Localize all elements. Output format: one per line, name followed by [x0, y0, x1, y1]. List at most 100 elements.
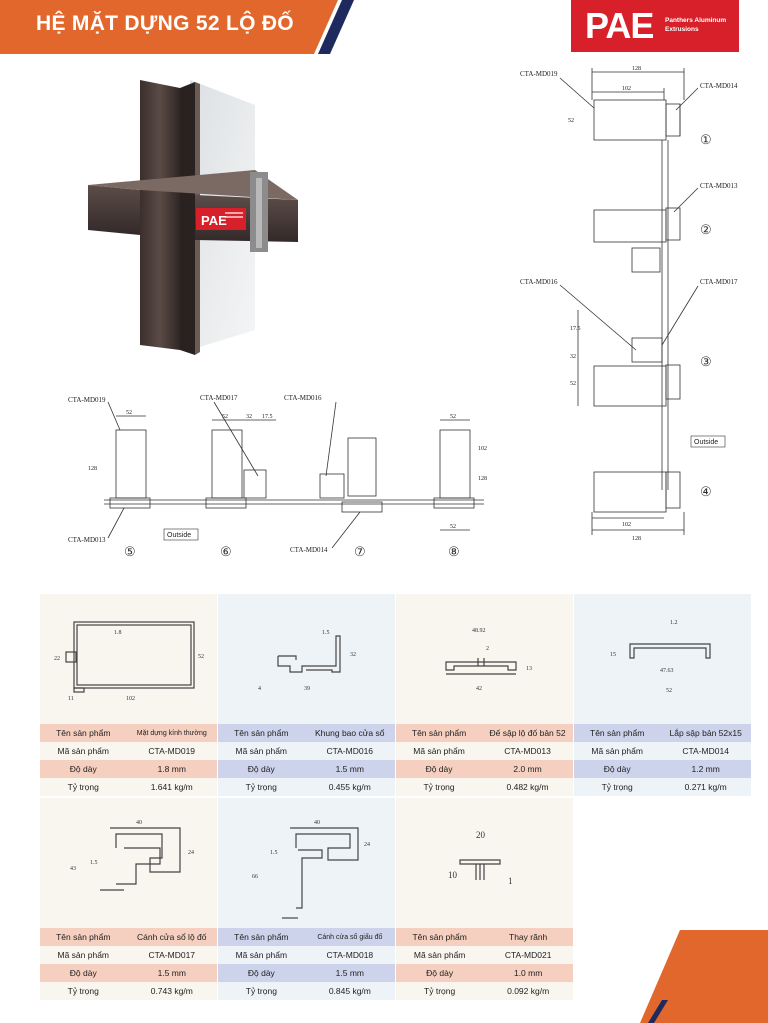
plan-label-md017: CTA-MD017	[200, 394, 238, 402]
plan-label-md014: CTA-MD014	[290, 546, 328, 554]
md014-dim-4: 52	[666, 688, 672, 694]
key-density: Tỷ trọng	[245, 986, 277, 996]
md021-dim-1: 20	[476, 830, 486, 840]
key-code: Mã sản phẩm	[235, 950, 288, 960]
section-label-md016: CTA-MD016	[520, 278, 558, 286]
md018-dim-2: 1.5	[270, 850, 278, 856]
profile-drawing-md021: 20 10 1	[396, 798, 573, 928]
plan-dim-17-5: 17.5	[262, 414, 273, 420]
product-code: CTA-MD013	[504, 746, 551, 756]
key-code: Mã sản phẩm	[57, 950, 110, 960]
section-label-md019: CTA-MD019	[520, 70, 558, 78]
plan-dim-52-c: 52	[450, 414, 456, 420]
key-name: Tên sản phẩm	[56, 728, 111, 738]
md014-dim-1: 1.2	[670, 620, 678, 626]
section-dim-128-top: 128	[632, 66, 641, 72]
key-code: Mã sản phẩm	[57, 746, 109, 756]
product-code: CTA-MD017	[148, 950, 196, 960]
md017-dim-3: 24	[188, 850, 194, 856]
section-label-md014: CTA-MD014	[700, 82, 738, 90]
md016-dim-1: 1.5	[322, 630, 330, 636]
plan-dim-102: 102	[478, 446, 487, 452]
logo-line-1: Panthers Aluminum	[665, 17, 727, 24]
key-thickness: Độ dày	[603, 764, 631, 774]
logo-line-2: Extrusions	[665, 26, 699, 33]
key-density: Tỷ trọng	[424, 986, 456, 996]
key-thickness: Độ dày	[247, 764, 275, 774]
key-thickness: Độ dày	[426, 968, 454, 978]
profile-drawing-md019: 1.8 22 52 11 102	[40, 594, 217, 724]
profile-drawing-md016: 1.5 32 4 39	[218, 594, 395, 724]
marker-4: ④	[700, 484, 712, 499]
section-dim-52: 52	[570, 381, 576, 387]
key-name: Tên sản phẩm	[234, 728, 289, 738]
product-name: Đế sập lộ đố bản 52	[489, 728, 566, 738]
product-name: Thay rãnh	[509, 932, 548, 942]
product-thickness: 2.0 mm	[513, 764, 542, 774]
marker-2: ②	[700, 222, 712, 237]
product-density: 0.743 kg/m	[150, 986, 193, 996]
md019-dim-2: 22	[54, 656, 60, 662]
curtain-wall-render: PAE	[88, 80, 298, 355]
plan-label-md016: CTA-MD016	[284, 394, 322, 402]
key-density: Tỷ trọng	[601, 782, 633, 792]
md019-dim-4: 11	[68, 696, 74, 702]
profile-drawing-md018: 40 1.5 24 66	[218, 798, 395, 928]
product-name: Khung bao cửa sổ	[315, 728, 385, 738]
key-name: Tên sản phẩm	[234, 932, 289, 942]
pae-logo: PAE Panthers Aluminum Extrusions	[571, 0, 739, 52]
marker-5: ⑤	[124, 544, 136, 559]
md018-dim-4: 66	[252, 874, 258, 880]
plan-dim-128-a: 128	[88, 466, 97, 472]
section-label-md013: CTA-MD013	[700, 182, 738, 190]
md021-dim-3: 1	[508, 876, 513, 886]
md013-dim-3: 13	[526, 666, 532, 672]
key-thickness: Độ dày	[69, 968, 97, 978]
product-code: CTA-MD014	[682, 746, 729, 756]
product-density: 0.271 kg/m	[684, 782, 727, 792]
section-dim-102-top: 102	[622, 86, 631, 92]
md018-dim-3: 24	[364, 842, 370, 848]
md017-dim-1: 40	[136, 820, 142, 826]
plan-dim-128-b: 128	[478, 476, 487, 482]
product-thickness: 1.8 mm	[157, 764, 186, 774]
plan-label-md013: CTA-MD013	[68, 536, 106, 544]
plan-dim-52-d: 52	[450, 524, 456, 530]
md013-dim-4: 42	[476, 686, 482, 692]
page-title: HỆ MẶT DỰNG 52 LỘ ĐỐ	[36, 12, 294, 35]
corner-decoration	[640, 930, 768, 1023]
product-name: Cánh cửa sổ lộ đố	[137, 932, 207, 942]
vertical-section-drawing: CTA-MD019 CTA-MD014 CTA-MD013 CTA-MD016 …	[520, 66, 738, 542]
md019-dim-5: 102	[126, 696, 135, 702]
section-dim-17-5: 17.5	[570, 326, 581, 332]
product-thickness: 1.5 mm	[335, 968, 365, 978]
md014-dim-2: 15	[610, 652, 616, 658]
md019-dim-3: 52	[198, 654, 204, 660]
md021-dim-2: 10	[448, 870, 458, 880]
marker-3: ③	[700, 354, 712, 369]
md018-dim-1: 40	[314, 820, 320, 826]
product-code: CTA-MD018	[326, 950, 374, 960]
section-dim-32: 32	[570, 354, 576, 360]
plan-dim-52-a: 52	[126, 410, 132, 416]
product-density: 1.641 kg/m	[150, 782, 193, 792]
plan-dim-32: 32	[246, 414, 252, 420]
md014-dim-3: 47.63	[660, 668, 674, 674]
section-label-md017: CTA-MD017	[700, 278, 738, 286]
key-code: Mã sản phẩm	[413, 746, 465, 756]
md019-dim-1: 1.8	[114, 630, 122, 636]
key-thickness: Độ dày	[247, 968, 275, 978]
md017-dim-4: 43	[70, 866, 76, 872]
product-thickness: 1.0 mm	[513, 968, 543, 978]
key-density: Tỷ trọng	[67, 986, 99, 996]
key-name: Tên sản phẩm	[412, 932, 467, 942]
product-code: CTA-MD019	[148, 746, 196, 756]
logo-mark: PAE	[585, 5, 654, 46]
horizontal-plan-drawing: CTA-MD019 CTA-MD017 CTA-MD016 CTA-MD013 …	[68, 394, 487, 559]
key-density: Tỷ trọng	[423, 782, 455, 792]
md016-dim-2: 32	[350, 652, 356, 658]
